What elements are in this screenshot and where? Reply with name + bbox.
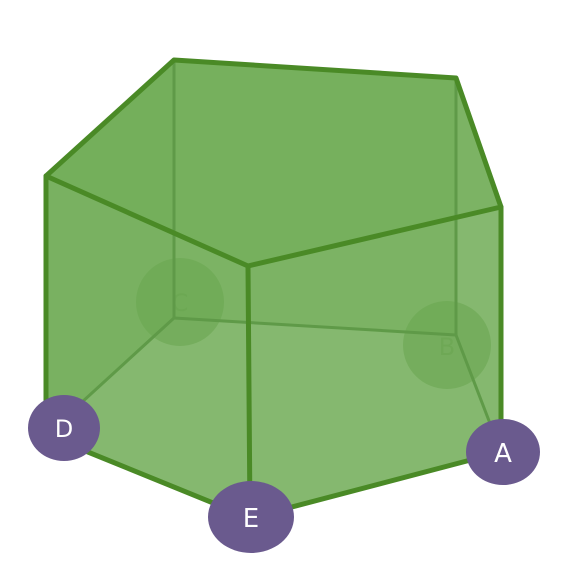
top-face [46, 60, 501, 266]
vertex-e-marker [208, 481, 294, 553]
vertex-a: A [466, 419, 540, 485]
vertex-d: D [28, 395, 100, 461]
edge-vertical-front [245, 263, 253, 521]
vertex-e: E [208, 481, 294, 553]
vertex-e-label: E [243, 504, 259, 534]
prism-faces [46, 60, 501, 518]
vertex-a-marker [466, 419, 540, 485]
vertex-a-label: A [494, 439, 512, 469]
hidden-edge-c-b [172, 316, 458, 337]
vertex-d-marker [28, 395, 100, 461]
hidden-edges [44, 58, 503, 454]
vertex-d-label: D [55, 415, 73, 443]
top-pentagon-outline [43, 57, 504, 269]
front-right-face [248, 207, 501, 518]
